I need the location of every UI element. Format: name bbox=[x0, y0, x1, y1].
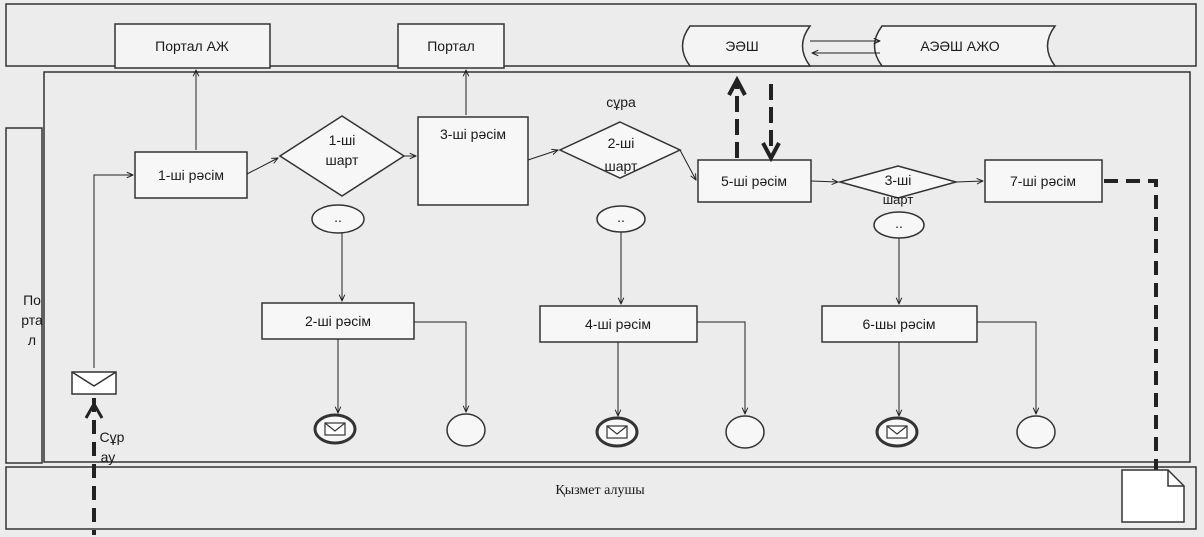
data-exchange-arrows bbox=[727, 75, 781, 163]
portal-box bbox=[397, 23, 505, 69]
condition-3-diamond bbox=[837, 165, 959, 199]
top-systems-lane bbox=[5, 3, 1197, 67]
portal-lane-header bbox=[5, 127, 43, 464]
connector-3-label: .. bbox=[895, 215, 903, 231]
request-label-line2: ау bbox=[100, 449, 116, 465]
connector-1-label: .. bbox=[334, 209, 342, 225]
request-label-line1: Сұр bbox=[99, 429, 125, 445]
condition-1-diamond bbox=[278, 115, 406, 197]
step-4-label: 4-ші рәсім bbox=[585, 316, 651, 332]
portal-azh-label: Портал АЖ bbox=[155, 38, 229, 54]
step-7-label: 7-ші рәсім bbox=[1010, 173, 1076, 189]
condition-1-line2: шарт bbox=[325, 152, 359, 168]
end-circle-3 bbox=[1016, 415, 1056, 449]
step-2-label: 2-ші рәсім bbox=[305, 313, 371, 329]
condition-1-line1: 1-ші bbox=[328, 132, 356, 148]
message-event-3-icon bbox=[875, 416, 919, 448]
message-event-1-icon bbox=[313, 413, 357, 445]
aeosh-azho-label: АЭӘШ АЖО bbox=[920, 38, 1000, 54]
portal-azh-box bbox=[114, 23, 271, 69]
step-6-label: 6-шы рәсім bbox=[862, 316, 936, 332]
eosh-label: ЭӘШ bbox=[725, 38, 759, 54]
eosh-shape bbox=[681, 25, 812, 67]
portal-lane-label: Портал bbox=[21, 292, 43, 348]
portal-lane bbox=[43, 71, 1191, 463]
step-5-label: 5-ші рәсім bbox=[721, 173, 787, 189]
recipient-lane-label: Қызмет алушы bbox=[555, 483, 645, 498]
condition-2-line1: 2-ші bbox=[607, 135, 635, 151]
step-1-label: 1-ші рәсім bbox=[158, 167, 224, 183]
portal-label: Портал bbox=[427, 38, 475, 54]
step-4-box bbox=[539, 305, 698, 343]
step-1-box bbox=[134, 151, 248, 199]
condition-2-diamond bbox=[558, 121, 682, 179]
condition-3-line2: шарт bbox=[882, 192, 914, 207]
connector-1 bbox=[311, 204, 365, 234]
document-icon bbox=[1121, 469, 1185, 523]
message-event-2-icon bbox=[595, 416, 639, 448]
request-arrow-head bbox=[84, 400, 104, 419]
connector-2-label: .. bbox=[617, 209, 625, 225]
condition-2-prefix: сұра bbox=[606, 94, 636, 110]
recipient-lane bbox=[5, 466, 1197, 530]
result-dashed-path bbox=[1104, 179, 1158, 470]
condition-2-line2: шарт bbox=[604, 158, 638, 174]
end-circle-1 bbox=[446, 413, 486, 447]
start-envelope-icon bbox=[71, 371, 117, 395]
step-3-box bbox=[417, 116, 529, 206]
step-3-label: 3-ші рәсім bbox=[440, 126, 506, 142]
step-6-box bbox=[821, 305, 978, 343]
flow-arrows bbox=[93, 70, 1036, 416]
end-circle-2 bbox=[725, 415, 765, 449]
step-2-box bbox=[261, 302, 415, 340]
step-7-box bbox=[984, 159, 1103, 203]
condition-3-line1: 3-ші bbox=[884, 172, 912, 188]
